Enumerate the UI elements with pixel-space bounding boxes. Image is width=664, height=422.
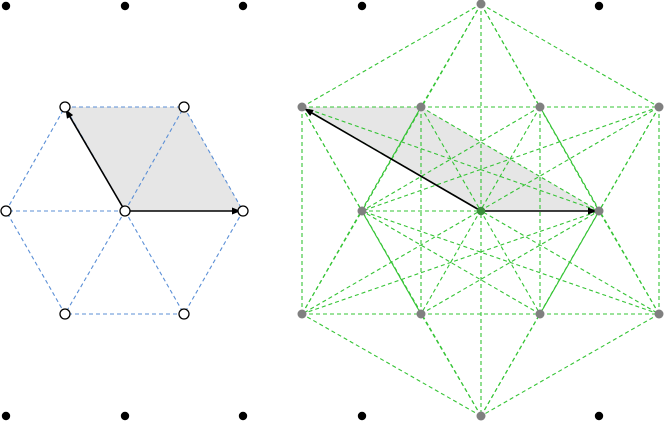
supercell-edge xyxy=(361,210,660,315)
open-circle-icon xyxy=(237,205,249,217)
lattice-dot xyxy=(357,411,367,421)
center-site-icon xyxy=(476,206,486,216)
lattice-dot xyxy=(1,411,11,421)
supercell-edge xyxy=(598,106,660,212)
hex-edge-left xyxy=(5,210,66,315)
supercell-edge xyxy=(480,313,660,417)
open-circle-icon xyxy=(178,101,190,113)
supercell-edge xyxy=(301,210,600,315)
lattice-dot xyxy=(120,1,130,11)
open-circle-icon xyxy=(0,205,12,217)
gray-dot-icon xyxy=(654,309,664,319)
gray-dot-icon xyxy=(594,206,604,216)
gray-dot-icon xyxy=(297,102,307,112)
hex-spoke-left xyxy=(64,210,126,315)
gray-dot-icon xyxy=(297,309,307,319)
supercell-edge xyxy=(480,3,660,108)
supercell-edge xyxy=(301,3,482,108)
supercell-edge xyxy=(361,106,541,212)
open-circle-icon xyxy=(59,101,71,113)
lattice-dot xyxy=(1,1,11,11)
gray-dot-icon xyxy=(357,206,367,216)
supercell-edge xyxy=(420,210,600,315)
lattice-dot xyxy=(120,411,130,421)
gray-dot-icon xyxy=(535,309,545,319)
supercell-edge xyxy=(361,210,541,315)
gray-dot-icon xyxy=(416,309,426,319)
hex-edge-left xyxy=(183,106,244,212)
lattice-dot xyxy=(238,1,248,11)
lattice-dot xyxy=(594,411,604,421)
basis-vector-layer xyxy=(65,108,597,215)
basis-vector-right-a2 xyxy=(304,108,482,212)
supercell-edge xyxy=(301,313,482,417)
lattice-dot xyxy=(238,411,248,421)
unit-cell-layer xyxy=(65,107,599,211)
hex-edge-left xyxy=(183,210,244,315)
gray-dot-icon xyxy=(476,0,486,9)
hex-edge-left xyxy=(5,106,66,212)
gray-dot-icon xyxy=(476,411,486,421)
open-circle-icon xyxy=(59,308,71,320)
supercell-edge xyxy=(361,210,422,315)
lattice-dot xyxy=(594,1,604,11)
open-circle-icon xyxy=(178,308,190,320)
gray-dot-icon xyxy=(535,102,545,112)
supercell-edge xyxy=(420,106,600,212)
open-circle-icon xyxy=(119,205,131,217)
basis-vector-left-a2 xyxy=(65,109,126,212)
hex-spoke-left xyxy=(124,106,185,212)
lattice-dot xyxy=(357,1,367,11)
gray-dot-icon xyxy=(654,102,664,112)
hex-spoke-left xyxy=(124,210,185,315)
gray-dot-icon xyxy=(416,102,426,112)
supercell-edge xyxy=(539,210,600,315)
